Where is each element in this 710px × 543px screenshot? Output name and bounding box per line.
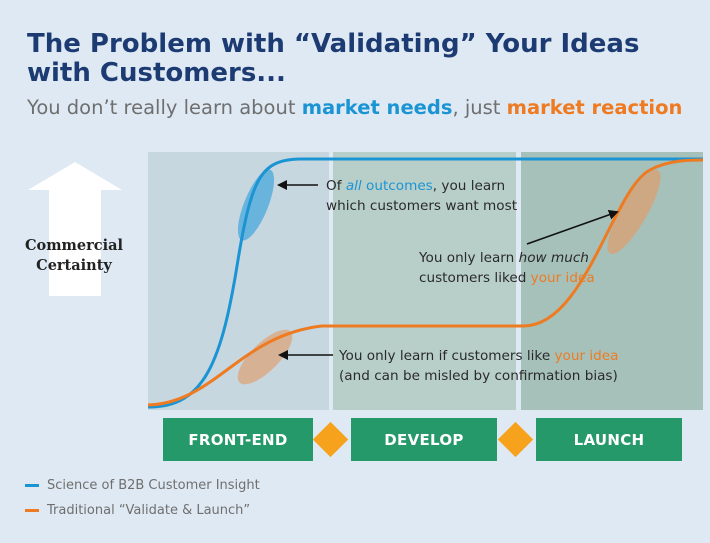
subtitle: You don’t really learn about market need…: [27, 96, 682, 119]
panel-launch: [521, 152, 703, 410]
annotation-italic: how much: [518, 250, 589, 266]
legend-swatch-orange: [25, 509, 39, 512]
highlight-ellipse-orange-top: [607, 169, 661, 255]
annotation-text: (and can be misled by confirmation bias): [339, 368, 618, 384]
annotation-right: You only learn how much customers liked …: [419, 248, 595, 288]
annotation-highlight: your idea: [554, 348, 619, 364]
legend-item-science: Science of B2B Customer Insight: [25, 478, 260, 493]
panel-front-end: [148, 152, 329, 410]
subtitle-highlight-market-reaction: market reaction: [506, 96, 683, 119]
annotation-text: You only learn: [419, 250, 519, 266]
legend-swatch-blue: [25, 484, 39, 487]
annotation-bottom: You only learn if customers like your id…: [339, 346, 619, 386]
page-title: The Problem with “Validating” Your Ideas…: [27, 29, 640, 88]
annotation-highlight: outcomes: [361, 178, 433, 194]
annotation-text: which customers want most: [326, 198, 518, 214]
annotation-text: You only learn if customers like: [339, 348, 555, 364]
highlight-ellipse-blue: [237, 169, 275, 241]
annotation-italic: all: [345, 178, 362, 194]
highlight-ellipse-orange-bottom: [237, 329, 293, 385]
phase-launch: LAUNCH: [536, 418, 682, 461]
legend-label: Science of B2B Customer Insight: [47, 478, 260, 493]
annotation-text: , you learn: [432, 178, 506, 194]
legend-label: Traditional “Validate & Launch”: [47, 503, 251, 518]
subtitle-text: You don’t really learn about: [27, 96, 302, 119]
orange-curve-traditional: [147, 158, 704, 407]
annotation-top: Of all outcomes, you learn which custome…: [326, 176, 517, 216]
subtitle-text: , just: [452, 96, 507, 119]
annotation-text: Of: [326, 178, 346, 194]
phase-front-end: FRONT-END: [163, 418, 313, 461]
y-axis-label: Commercial Certainty: [24, 237, 123, 274]
panel-develop: [333, 152, 516, 410]
annotation-text: customers liked: [419, 270, 531, 286]
annotation-highlight: your idea: [530, 270, 595, 286]
up-arrow-icon: [28, 162, 122, 296]
legend-item-traditional: Traditional “Validate & Launch”: [25, 503, 250, 518]
subtitle-highlight-market-needs: market needs: [301, 96, 453, 119]
annotation-arrow-right: [526, 209, 619, 245]
phase-develop: DEVELOP: [351, 418, 497, 461]
